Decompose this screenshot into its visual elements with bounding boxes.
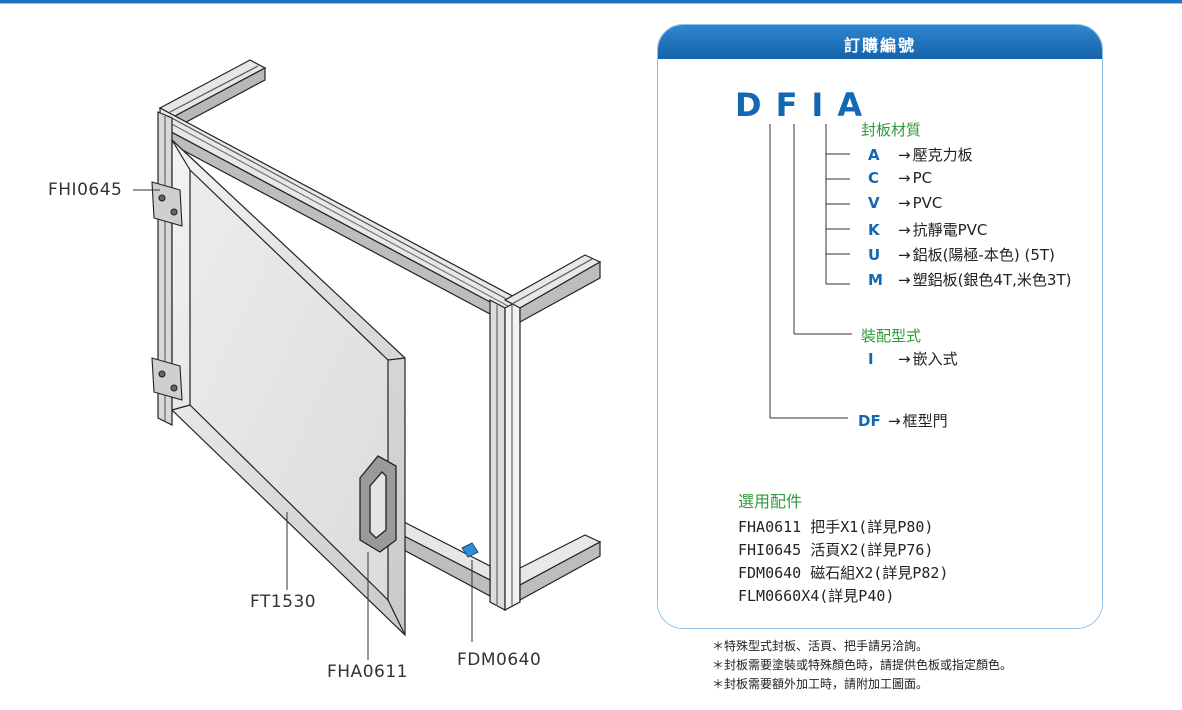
note-line: ＊封板需要塗裝或特殊顏色時，請提供色板或指定顏色。 (712, 658, 1013, 672)
door-illustration (133, 59, 602, 660)
magnet (461, 542, 479, 558)
order-panel-header: 訂購編號 (658, 25, 1102, 59)
frame-right-post (489, 299, 521, 611)
header-accent-line (0, 0, 1182, 3)
callout-handle: FHA0611 (327, 662, 408, 682)
callout-panel: FT1530 (250, 592, 317, 612)
accessory-item: FDM0640 磁石組X2(詳見P82) (738, 564, 949, 582)
order-code: DFIA (735, 86, 877, 124)
order-panel-body (658, 59, 1102, 628)
door-frame (171, 138, 406, 637)
material-option-k: K→抗靜電PVC (868, 221, 988, 239)
material-option-v: V→PVC (868, 194, 943, 212)
note-line: ＊封板需要額外加工時，請附加工圖面。 (712, 677, 929, 691)
frame-option-df: DF→框型門 (858, 412, 948, 430)
material-option-c: C→PC (868, 169, 933, 187)
material-option-m: M→塑鋁板(銀色4T,米色3T) (868, 271, 1072, 289)
accessory-item: FLM0660X4(詳見P40) (738, 587, 895, 605)
accessories-heading: 選用配件 (738, 492, 803, 511)
material-option-u: U→鋁板(陽極-本色) (5T) (868, 246, 1055, 264)
order-panel-title: 訂購編號 (843, 36, 916, 55)
callout-hinge: FHI0645 (48, 180, 123, 200)
material-option-a: A→壓克力板 (868, 146, 973, 164)
hinge-upper (151, 181, 183, 227)
frame-top-front-rail (159, 107, 522, 323)
handle (359, 455, 397, 553)
hinge-lower (151, 357, 183, 401)
accessory-item: FHA0611 把手X1(詳見P80) (738, 518, 934, 536)
frame-bottom-rail (399, 519, 491, 597)
assembly-option-i: I→嵌入式 (868, 350, 958, 368)
group-material-heading: 封板材質 (861, 121, 922, 139)
callout-magnet: FDM0640 (457, 650, 542, 670)
accessory-item: FHI0645 活頁X2(詳見P76) (738, 541, 934, 559)
leader-lines (133, 189, 473, 660)
order-number-panel: 訂購編號 (657, 24, 1103, 629)
frame-right-top-rail (503, 254, 602, 324)
group-assembly-heading: 裝配型式 (861, 327, 922, 345)
frame-right-bottom-rail (519, 534, 602, 602)
note-line: ＊特殊型式封板、活頁、把手請另洽詢。 (712, 639, 929, 653)
header-accent-line-light (0, 3, 1182, 4)
